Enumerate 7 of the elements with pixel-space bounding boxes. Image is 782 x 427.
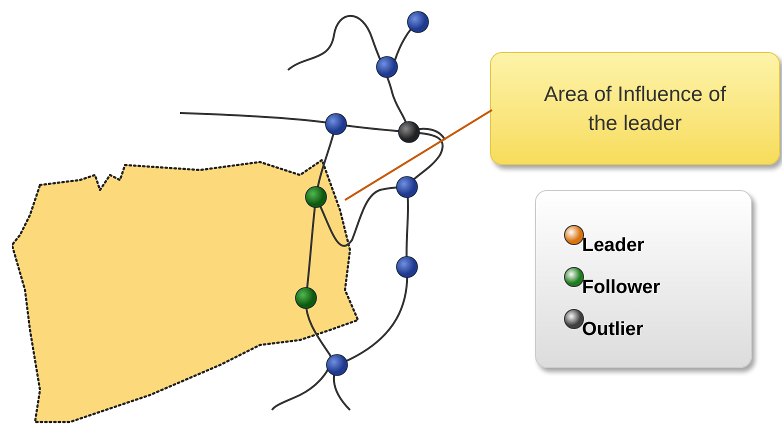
influence-area bbox=[12, 158, 360, 425]
callout-text: Area of Influence of the leader bbox=[542, 82, 728, 136]
leader-line bbox=[344, 109, 493, 201]
legend-label: Follower bbox=[582, 277, 660, 299]
legend-label: Outlier bbox=[582, 319, 644, 341]
legend-label: Leader bbox=[582, 235, 644, 257]
callout-box bbox=[490, 52, 780, 165]
